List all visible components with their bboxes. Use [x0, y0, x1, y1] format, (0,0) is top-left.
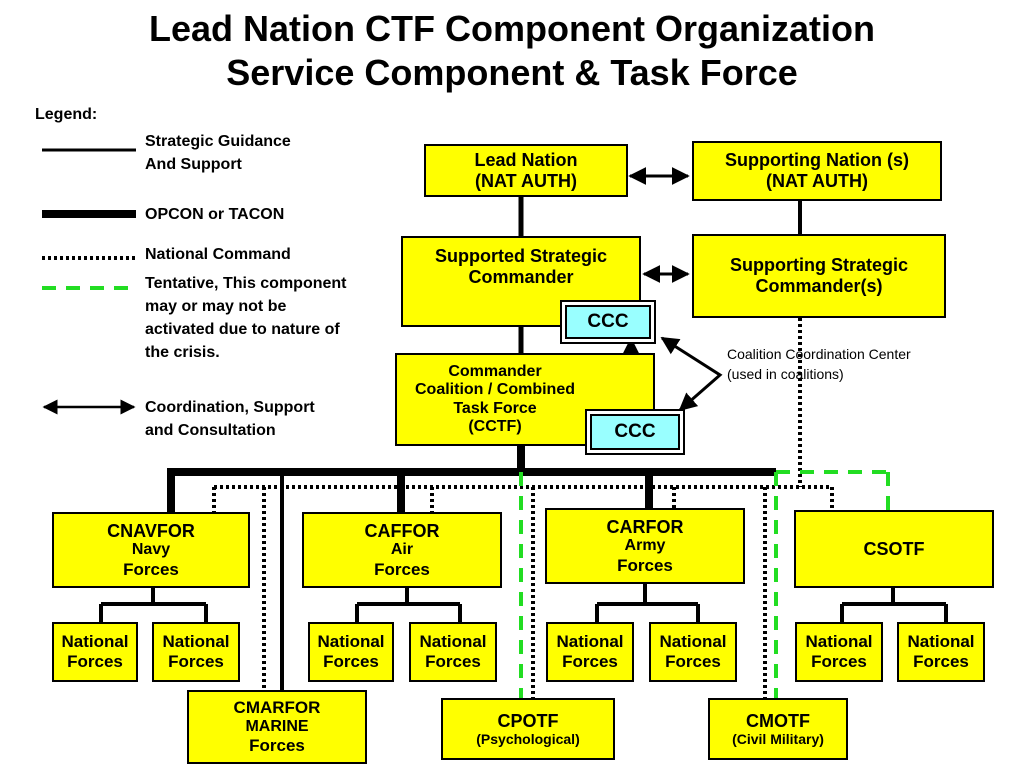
legend-heading: Legend:: [35, 106, 98, 123]
ccc-note: Coalition Coordination Center (used in c…: [727, 346, 911, 382]
lead-nation-box: Lead Nation (NAT AUTH): [424, 144, 628, 197]
legend-national-command-label: National Command: [145, 246, 291, 263]
cpotf-box: CPOTF (Psychological): [441, 698, 615, 760]
legend-opcon-label: OPCON or TACON: [145, 206, 285, 223]
cctf-box: Commander Coalition / Combined Task Forc…: [395, 353, 655, 446]
page-title: Lead Nation CTF Component Organization: [149, 8, 875, 49]
legend-coordination-label: Coordination, Support and Consultation: [145, 399, 315, 439]
legend-tentative-label: Tentative, This component may or may not…: [145, 275, 347, 361]
cmotf-box: CMOTF (Civil Military): [708, 698, 848, 760]
tentative-lines: [519, 470, 890, 698]
cmarfor-box: CMARFOR MARINE Forces: [187, 690, 367, 764]
supporting-nation-box: Supporting Nation (s) (NAT AUTH): [692, 141, 942, 201]
national-forces-brackets: [99, 584, 948, 622]
legend-strategic-label: Strategic Guidance And Support: [145, 133, 291, 173]
cnavfor-box: CNAVFOR Navy Forces: [52, 512, 250, 588]
supporting-commander-box: Supporting Strategic Commander(s): [692, 234, 946, 318]
ccc-bottom-box: CCC: [590, 414, 680, 450]
page-subtitle: Service Component & Task Force: [226, 52, 798, 93]
ccc-top-box: CCC: [565, 305, 651, 339]
carfor-box: CARFOR Army Forces: [545, 508, 745, 584]
csotf-box: CSOTF: [794, 510, 994, 588]
arrow-ccc-note: [660, 336, 723, 412]
caffor-box: CAFFOR Air Forces: [302, 512, 502, 588]
national-command-lines: [212, 318, 834, 698]
